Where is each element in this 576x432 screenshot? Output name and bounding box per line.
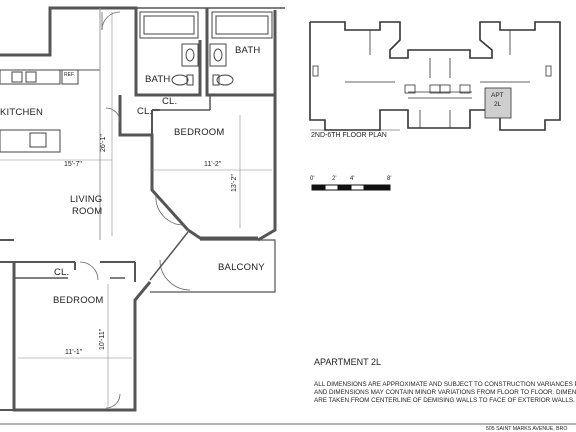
disclaimer-line-1: ALL DIMENSIONS ARE APPROXIMATE AND SUBJE… <box>314 381 576 388</box>
bathtubs <box>139 11 273 39</box>
key-plan-unit-number: 2L <box>494 101 502 108</box>
dim-bedroom-upper-width: 11'-2" <box>204 161 222 168</box>
label-bath-right: BATH <box>235 45 261 56</box>
label-closet-upper: CL. <box>162 96 178 107</box>
dim-bedroom-upper-length: 13'-2" <box>231 174 238 192</box>
key-plan-unit-apt: APT <box>491 92 504 99</box>
label-ref: REF. <box>64 72 75 78</box>
disclaimer-line-3: ARE TAKEN FROM CENTERLINE OF DEMISING WA… <box>314 397 575 404</box>
dim-kitchen-width: 15'-7" <box>64 161 82 168</box>
scale-label-8: 8' <box>387 176 392 182</box>
scale-bar <box>311 184 391 191</box>
label-living: LIVING <box>70 194 103 205</box>
label-closet-upper-2: CL. <box>137 106 153 117</box>
key-plan <box>309 21 561 131</box>
kitchen-counters <box>0 69 79 153</box>
dimension-lines <box>0 12 272 406</box>
door-swings <box>79 11 191 409</box>
footer-address: 505 SAINT MARKS AVENUE, BRO <box>486 426 568 432</box>
label-kitchen: KITCHEN <box>0 107 44 118</box>
scale-label-0: 0' <box>310 176 315 182</box>
scale-label-4: 4' <box>350 176 355 182</box>
label-closet-lower: CL. <box>54 267 70 278</box>
key-plan-unit-highlight <box>484 87 512 119</box>
dim-bedroom-lower-length: 10'-11" <box>99 328 106 350</box>
dim-living-length: 26'-1" <box>100 134 107 152</box>
bath-fixtures <box>171 43 234 86</box>
disclaimer-line-2: AND DIMENSIONS MAY CONTAIN MINOR VARIATI… <box>314 389 576 396</box>
label-room: ROOM <box>72 206 103 217</box>
key-plan-title: 2ND-6TH FLOOR PLAN <box>311 132 387 139</box>
label-bedroom-lower: BEDROOM <box>53 295 104 306</box>
apartment-title: APARTMENT 2L <box>314 357 382 367</box>
label-bedroom-upper: BEDROOM <box>174 127 225 138</box>
label-bath-left: BATH <box>145 74 171 85</box>
scale-label-2: 2' <box>332 176 337 182</box>
label-balcony: BALCONY <box>218 262 265 273</box>
dim-bedroom-lower-width: 11'-1" <box>65 349 83 356</box>
plan-walls <box>0 6 285 412</box>
